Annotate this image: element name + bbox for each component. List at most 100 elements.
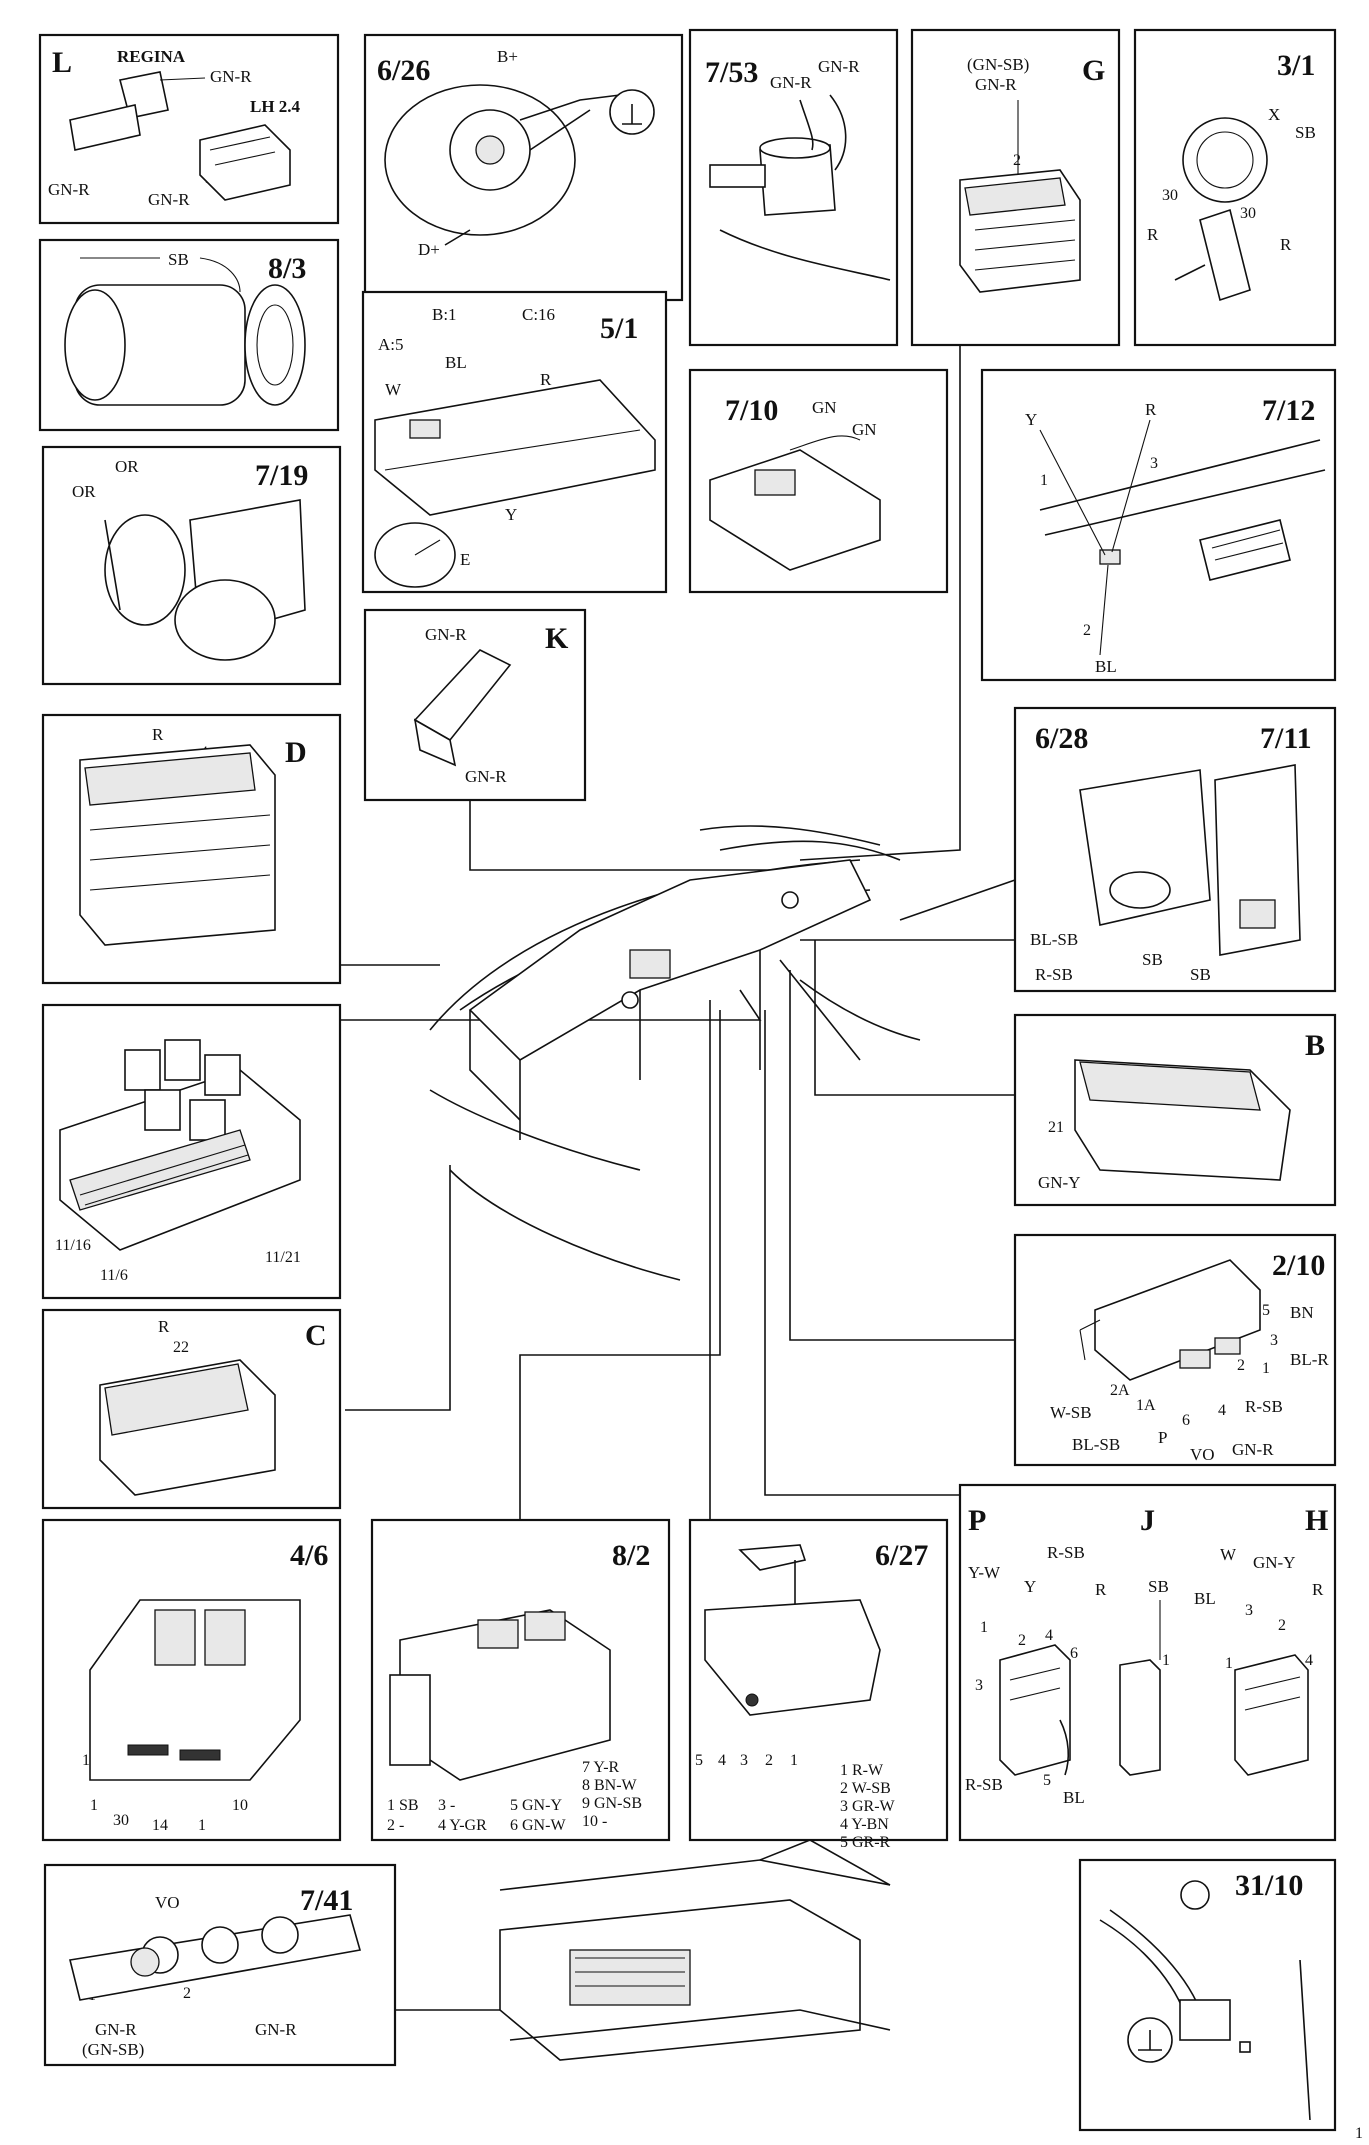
pin-number: 1 [1162, 1652, 1170, 1669]
panel-7-10: 7/10 GN GN [688, 368, 949, 594]
connector-illustration [959, 100, 1081, 293]
panel-7-41: 7/41 VO 1 2 GN-R (GN-SB) GN-R [43, 1863, 397, 2067]
panel-L: L REGINA GN-R LH 2.4 GN-R 3 GN-R [38, 33, 340, 225]
pin-number: 10 [232, 1797, 248, 1814]
panel-6-26: 6/26 B+ D+ [363, 33, 684, 302]
label: R-SB [1245, 1397, 1283, 1416]
label: GN-R [210, 67, 252, 86]
panel-code: L [52, 46, 72, 79]
panel-8-3: 8/3 SB [38, 238, 340, 432]
harness-illustration [69, 1914, 362, 2001]
label: E [460, 550, 470, 569]
label: W [385, 380, 402, 399]
pin-legend: 9 GN-SB [582, 1795, 642, 1812]
label: R [1147, 225, 1159, 244]
label: R [1280, 235, 1292, 254]
label: Y [1025, 410, 1037, 429]
sensor-illustration [704, 1544, 881, 1716]
label: R-SB [1047, 1543, 1085, 1562]
label: GN-R [48, 180, 90, 199]
panel-6-28-7-11: 6/28 7/11 BL-SB R-SB SB SB [1013, 706, 1337, 993]
pin-legend: 5 GR-R [840, 1834, 891, 1851]
panel-code: P [968, 1504, 986, 1537]
pin-number: 4 [718, 1752, 726, 1769]
pin-number: 22 [173, 1339, 189, 1356]
pin-number: 2 [1083, 622, 1091, 639]
pin-number: 2 [765, 1752, 773, 1769]
pin-number: 14 [152, 1817, 168, 1834]
panel-31-10: 31/10 [1078, 1858, 1337, 2132]
car-front-illustration [499, 1839, 891, 2061]
connector-H-illustration [1234, 1654, 1309, 1776]
label: B+ [497, 47, 518, 66]
position-label: 11/6 [100, 1267, 128, 1284]
panel-code: 7/41 [300, 1884, 353, 1917]
label: BL-SB [1030, 930, 1078, 949]
label: (GN-SB) [82, 2040, 144, 2059]
label: BL-R [1290, 1350, 1329, 1369]
pin-number: 3 [740, 1752, 748, 1769]
ignition-switch-illustration [1174, 117, 1268, 302]
pin-legend: 6 GN-W [510, 1817, 566, 1834]
panel-code: J [1140, 1504, 1155, 1537]
panel-code: 8/2 [612, 1539, 650, 1572]
label: BL [1095, 657, 1117, 676]
panel-code: H [1305, 1504, 1328, 1537]
label: B:1 [432, 305, 457, 324]
panel-code: K [545, 622, 569, 655]
pin-number: 2 [183, 1985, 191, 2002]
panel-5-1: 5/1 B:1 C:16 A:5 BL R W Y E [361, 290, 668, 594]
label: VO [1190, 1445, 1215, 1464]
label: Y [505, 505, 517, 524]
pin-number: 30 [113, 1812, 129, 1829]
ground-point-illustration [1099, 1880, 1311, 2121]
blower-illustration [1079, 764, 1301, 956]
label: SB [1148, 1577, 1169, 1596]
pin-legend: 4 Y-GR [438, 1817, 487, 1834]
label: R [1145, 400, 1157, 419]
label: BL-SB [1072, 1435, 1120, 1454]
pin-number: 1 [790, 1752, 798, 1769]
panel-code: 6/27 [875, 1539, 928, 1572]
pin-legend: 3 GR-W [840, 1798, 896, 1815]
panel-code: 7/10 [725, 394, 778, 427]
panel-code: 2/10 [1272, 1249, 1325, 1282]
panel-B: B 21 GN-Y [1013, 1013, 1337, 1207]
pin-legend: 1 SB [387, 1797, 419, 1814]
label: D+ [418, 240, 440, 259]
pin-legend: 3 - [438, 1797, 455, 1814]
label: GN-R [425, 625, 467, 644]
pin-legend: 10 - [582, 1813, 607, 1830]
connector-block-illustration [99, 1359, 276, 1496]
panel-code: 6/26 [377, 54, 430, 87]
connector-block-illustration [79, 744, 276, 946]
pin-legend: 7 Y-R [582, 1759, 620, 1776]
label: (GN-SB) [967, 55, 1029, 74]
pin-legend: 4 Y-BN [840, 1816, 889, 1833]
panel-code: 8/3 [268, 252, 306, 285]
label: GN-R [975, 75, 1017, 94]
pin-number: 4 [1218, 1402, 1226, 1419]
pin-number: 2 [1237, 1357, 1245, 1374]
label: GN-R [818, 57, 860, 76]
label: OR [115, 457, 139, 476]
position-label: 11/16 [55, 1237, 91, 1254]
pin-number: 30 [1240, 205, 1256, 222]
label: C:16 [522, 305, 555, 324]
label: R-SB [1035, 965, 1073, 984]
panel-code: 6/28 [1035, 722, 1088, 755]
label: A:5 [378, 335, 404, 354]
label: W [1220, 1545, 1237, 1564]
vent-illustration [1039, 419, 1326, 656]
panel-code: B [1305, 1029, 1325, 1062]
pin-number: 5 [695, 1752, 703, 1769]
panel-C: C R 22 [41, 1308, 342, 1510]
pin-number: 5 [1262, 1302, 1270, 1319]
panel-6-27: 6/27 5 4 3 2 1 1 R-W 2 W-SB 3 GR-W 4 Y-B… [688, 1518, 949, 1851]
label: X [1268, 105, 1280, 124]
panel-code: 31/10 [1235, 1869, 1303, 1902]
instrument-cluster-illustration [374, 379, 656, 588]
pin-legend: 8 BN-W [582, 1777, 638, 1794]
pin-number: 6 [1182, 1412, 1190, 1429]
pin-number: 1A [1136, 1397, 1156, 1414]
